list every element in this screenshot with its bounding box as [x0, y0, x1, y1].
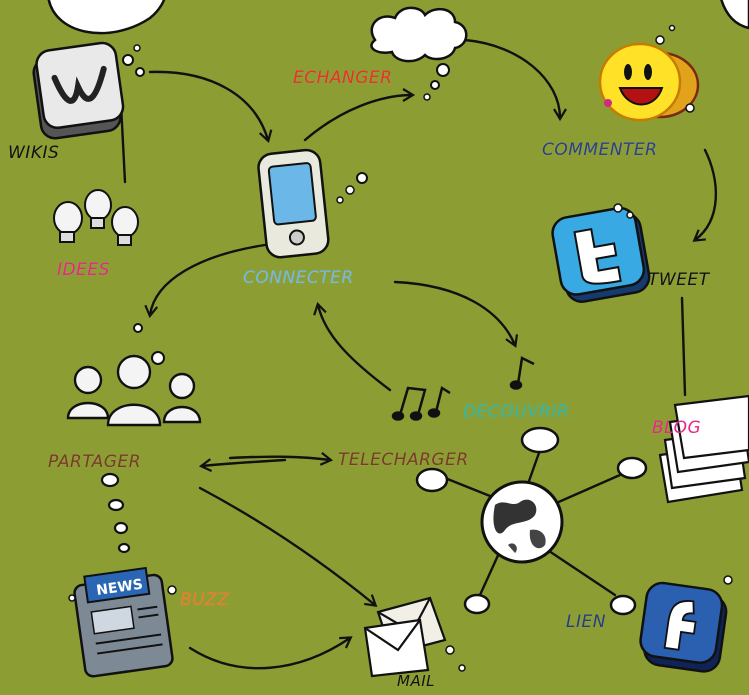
label-echanger: ECHANGER [293, 68, 393, 88]
label-wikis: WIKIS [8, 143, 60, 163]
people-icon [66, 354, 202, 427]
smiley-icon [598, 24, 700, 122]
arrow-echanger-commenter [463, 38, 567, 122]
arrow-connecter-decouvrir [393, 280, 519, 348]
envelope-icon [363, 596, 447, 678]
top-bubble-right [720, 0, 749, 30]
label-mail: MAIL [397, 672, 435, 690]
thought-cloud-icon [370, 6, 468, 101]
arrow-buzz-mail [188, 636, 353, 670]
arrow-decouvrir-connecter [313, 301, 392, 392]
label-lien: LIEN [566, 612, 606, 632]
label-telecharger: TELECHARGER [338, 450, 469, 470]
globe-icon [480, 480, 564, 564]
music-notes-icon [391, 356, 535, 421]
arrow-connecter-partager [144, 243, 267, 319]
top-bubble-left [47, 0, 166, 35]
label-buzz: BUZZ [180, 590, 230, 610]
newspaper-icon: NEWS [73, 566, 174, 678]
label-blog: BLOG [652, 418, 702, 438]
label-idees: IDEES [57, 260, 110, 280]
connectors [118, 38, 718, 670]
arrow-wikis-connecter [148, 70, 273, 144]
phone-icon [257, 148, 330, 259]
arrow-commenter-tweet [692, 148, 718, 242]
label-commenter: COMMENTER [542, 140, 658, 160]
label-partager: PARTAGER [48, 452, 142, 472]
arrow-partager-mail [198, 486, 378, 607]
news-badge: NEWS [95, 577, 144, 599]
label-decouvrir: DECOUVRIR [463, 402, 570, 422]
arrow-telecharger-partager [198, 458, 287, 473]
lightbulb-icon [53, 189, 139, 246]
twitter-icon [551, 206, 651, 303]
arrow-partager-telecharger [228, 452, 334, 466]
label-tweet: TWEET [648, 270, 710, 290]
facebook-icon [639, 581, 728, 673]
paper-stack-icon [658, 394, 749, 504]
line-tweet-blog [680, 296, 687, 397]
label-connecter: CONNECTER [243, 268, 354, 288]
wiki-icon [32, 41, 125, 140]
arrow-connecter-echanger [303, 88, 416, 142]
dotted-link-partager-buzz [100, 472, 131, 554]
